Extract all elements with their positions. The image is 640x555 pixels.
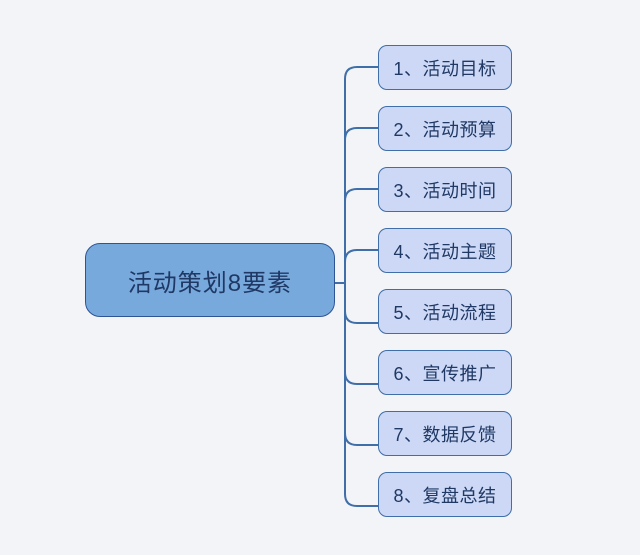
- connector-branch-4: [344, 249, 379, 263]
- child-node-label: 3、活动时间: [393, 180, 497, 201]
- child-node-3[interactable]: 3、活动时间: [378, 167, 512, 212]
- child-node-label: 2、活动预算: [393, 119, 497, 140]
- child-node-label: 1、活动目标: [393, 58, 497, 79]
- child-node-8[interactable]: 8、复盘总结: [378, 472, 512, 517]
- child-node-label: 4、活动主题: [393, 241, 497, 262]
- connector-branch-3: [344, 188, 379, 202]
- root-node[interactable]: 活动策划8要素: [85, 243, 335, 317]
- child-node-label: 8、复盘总结: [393, 485, 497, 506]
- child-node-4[interactable]: 4、活动主题: [378, 228, 512, 273]
- child-node-1[interactable]: 1、活动目标: [378, 45, 512, 90]
- child-node-label: 6、宣传推广: [393, 363, 497, 384]
- connector-branch-8: [344, 493, 379, 507]
- connector-branch-5: [344, 310, 379, 324]
- connector-branch-1: [344, 66, 379, 80]
- connector-branch-6: [344, 371, 379, 385]
- connector-branch-2: [344, 127, 379, 141]
- child-node-label: 7、数据反馈: [393, 424, 497, 445]
- child-node-2[interactable]: 2、活动预算: [378, 106, 512, 151]
- child-node-5[interactable]: 5、活动流程: [378, 289, 512, 334]
- child-node-7[interactable]: 7、数据反馈: [378, 411, 512, 456]
- root-node-label: 活动策划8要素: [127, 269, 293, 297]
- child-node-label: 5、活动流程: [393, 302, 497, 323]
- connector-branch-7: [344, 432, 379, 446]
- child-node-6[interactable]: 6、宣传推广: [378, 350, 512, 395]
